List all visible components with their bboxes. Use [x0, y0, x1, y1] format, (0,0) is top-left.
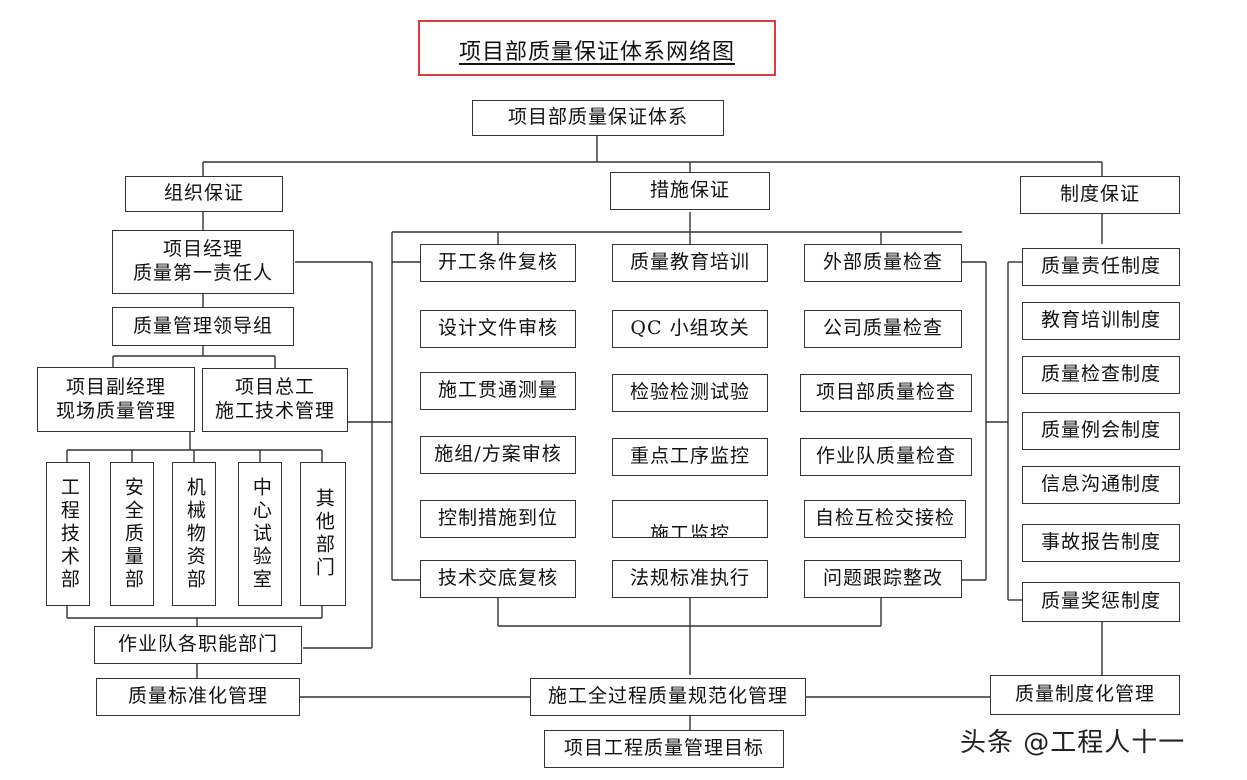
process-management-node: 施工全过程质量规范化管理 — [530, 678, 806, 716]
measure-c2-2: 检验检测试验 — [612, 374, 768, 412]
root-node: 项目部质量保证体系 — [472, 100, 724, 136]
measure-branch-node: 措施保证 — [610, 172, 770, 210]
system-item-0: 质量责任制度 — [1022, 248, 1180, 286]
org-branch-node: 组织保证 — [125, 176, 283, 212]
chief-engineer-node: 项目总工施工技术管理 — [202, 368, 348, 432]
measure-c3-1: 公司质量检查 — [804, 310, 962, 348]
standardization-node: 质量标准化管理 — [96, 678, 300, 716]
measure-c3-5: 问题跟踪整改 — [804, 560, 962, 598]
system-item-1: 教育培训制度 — [1022, 302, 1180, 340]
project-manager-node: 项目经理质量第一责任人 — [112, 230, 294, 294]
teams-node: 作业队各职能部门 — [94, 626, 302, 664]
dept-other-node: 其他部门 — [300, 462, 346, 606]
deputy-manager-node: 项目副经理现场质量管理 — [37, 367, 195, 432]
system-item-6: 质量奖惩制度 — [1022, 582, 1180, 622]
measure-c1-1: 设计文件审核 — [420, 310, 576, 348]
measure-c2-3: 重点工序监控 — [612, 438, 768, 476]
goal-node: 项目工程质量管理目标 — [544, 730, 784, 768]
measure-c2-4: 施工监控 — [612, 500, 768, 538]
measure-c1-3: 施组/方案审核 — [420, 436, 576, 474]
system-item-4: 信息沟通制度 — [1022, 466, 1180, 504]
measure-c2-0: 质量教育培训 — [612, 244, 768, 282]
diagram-title: 项目部质量保证体系网络图 — [458, 40, 735, 65]
measure-c3-3: 作业队质量检查 — [800, 438, 972, 476]
dept-engineering-node: 工程技术部 — [46, 462, 90, 606]
system-item-3: 质量例会制度 — [1022, 412, 1180, 450]
system-item-2: 质量检查制度 — [1022, 356, 1180, 394]
measure-c2-5: 法规标准执行 — [612, 560, 768, 598]
leader-group-node: 质量管理领导组 — [112, 307, 294, 346]
measure-c1-5: 技术交底复核 — [420, 560, 576, 598]
measure-c1-4: 控制措施到位 — [420, 500, 576, 538]
dept-lab-node: 中心试验室 — [238, 462, 282, 606]
dept-safety-quality-node: 安全质量部 — [110, 462, 154, 606]
measure-c3-0: 外部质量检查 — [804, 244, 962, 282]
system-item-5: 事故报告制度 — [1022, 524, 1180, 562]
system-branch-node: 制度保证 — [1020, 176, 1180, 214]
measure-c1-2: 施工贯通测量 — [420, 372, 576, 410]
measure-c3-2: 项目部质量检查 — [800, 374, 972, 412]
measure-c1-0: 开工条件复核 — [420, 244, 576, 282]
measure-c2-1: QC 小组攻关 — [612, 310, 768, 348]
measure-c3-4: 自检互检交接检 — [804, 500, 966, 538]
system-management-node: 质量制度化管理 — [990, 675, 1180, 715]
watermark-text: 头条 @工程人十一 — [960, 728, 1186, 758]
title-frame: 项目部质量保证体系网络图 — [418, 20, 776, 76]
dept-machinery-node: 机械物资部 — [172, 462, 216, 606]
